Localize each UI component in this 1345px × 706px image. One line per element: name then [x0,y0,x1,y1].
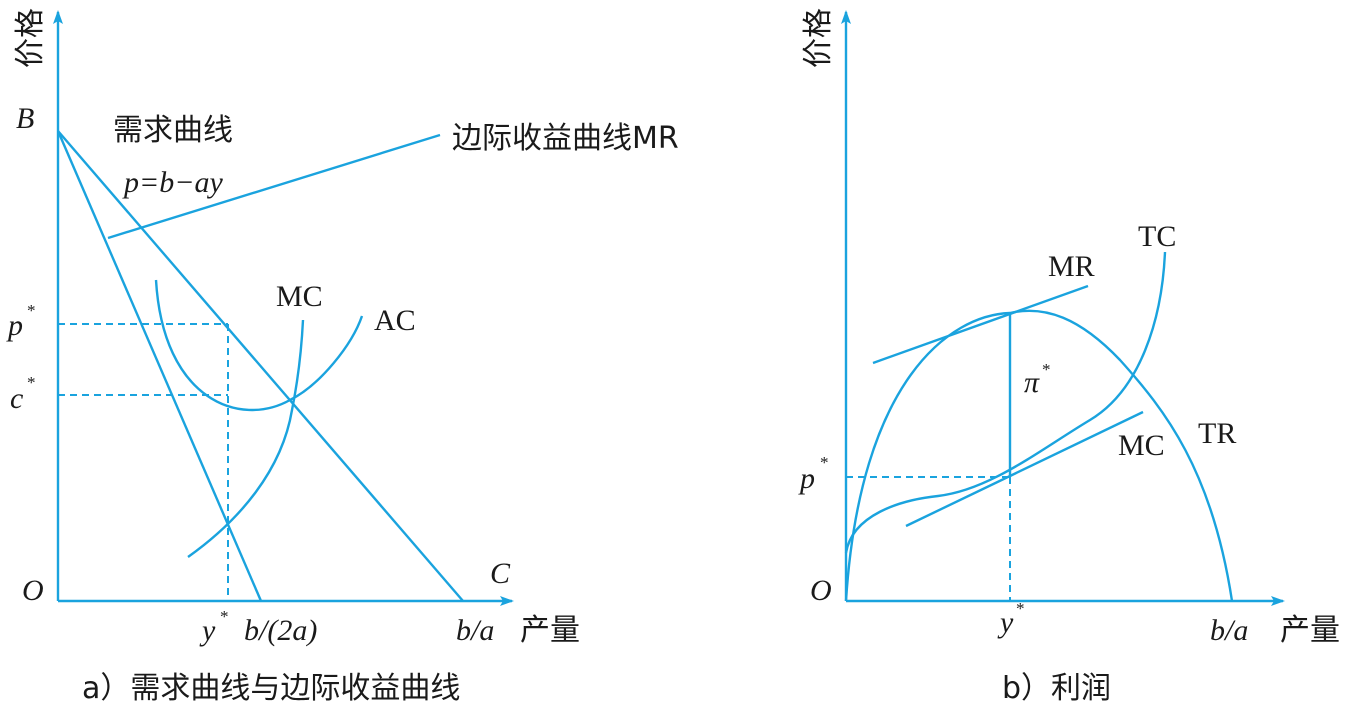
right-y-star-label: y [997,606,1014,639]
tr-curve [844,309,1234,602]
caption-b: b）利润 [1002,671,1111,706]
caption-a: a）需求曲线与边际收益曲线 [82,671,460,706]
tr-label: TR [1198,417,1236,450]
ac-label: AC [374,304,416,337]
panel-a-demand-mr: 价格 产量 O B C 需求曲线 p=b−ay 边际收益曲线MR MC AC p… [6,8,679,706]
mc-label: MC [276,280,323,313]
right-origin-label: O [810,574,832,607]
b-over-2a-label: b/(2a) [244,614,317,647]
y-star-sup: * [220,607,229,626]
right-p-star-label: p [798,462,815,495]
pi-star-label: π [1024,366,1040,399]
left-x-axis-label: 产量 [520,613,580,648]
mr-curve [56,130,263,602]
demand-curve-label: 需求曲线 [113,113,233,148]
mr-curve-label: 边际收益曲线MR [452,121,679,156]
mr-tangent-line [872,284,1089,365]
tc-curve [844,251,1167,554]
left-origin-label: O [22,574,44,607]
right-b-over-a-label: b/a [1210,614,1248,647]
point-c-label: C [490,557,511,590]
right-x-axis-label: 产量 [1280,613,1340,648]
right-mr-label: MR [1048,250,1095,283]
right-y-axis-label: 价格 [801,8,836,68]
mr-pointer-line [107,133,441,240]
pi-star-sup: * [1042,360,1051,379]
tc-label: TC [1138,220,1176,253]
right-y-star-sup: * [1016,599,1025,618]
c-star-sup: * [27,373,36,392]
left-y-axis-label: 价格 [13,8,48,68]
right-mc-label: MC [1118,429,1165,462]
p-star-sup: * [27,301,36,320]
point-b-label: B [16,102,34,135]
panel-b-profit: 价格 产量 O MR TC TR MC π * p * y * b/a b）利润 [798,8,1340,706]
p-star-label: p [6,309,23,342]
demand-equation: p=b−ay [122,166,223,199]
left-b-over-a-label: b/a [456,614,494,647]
mc-tangent-line [905,410,1144,528]
c-star-label: c [10,382,23,415]
y-star-label: y [199,614,216,647]
mc-curve [187,319,305,558]
right-p-star-sup: * [820,453,829,472]
demand-curve [57,130,464,602]
ac-curve [154,279,364,412]
